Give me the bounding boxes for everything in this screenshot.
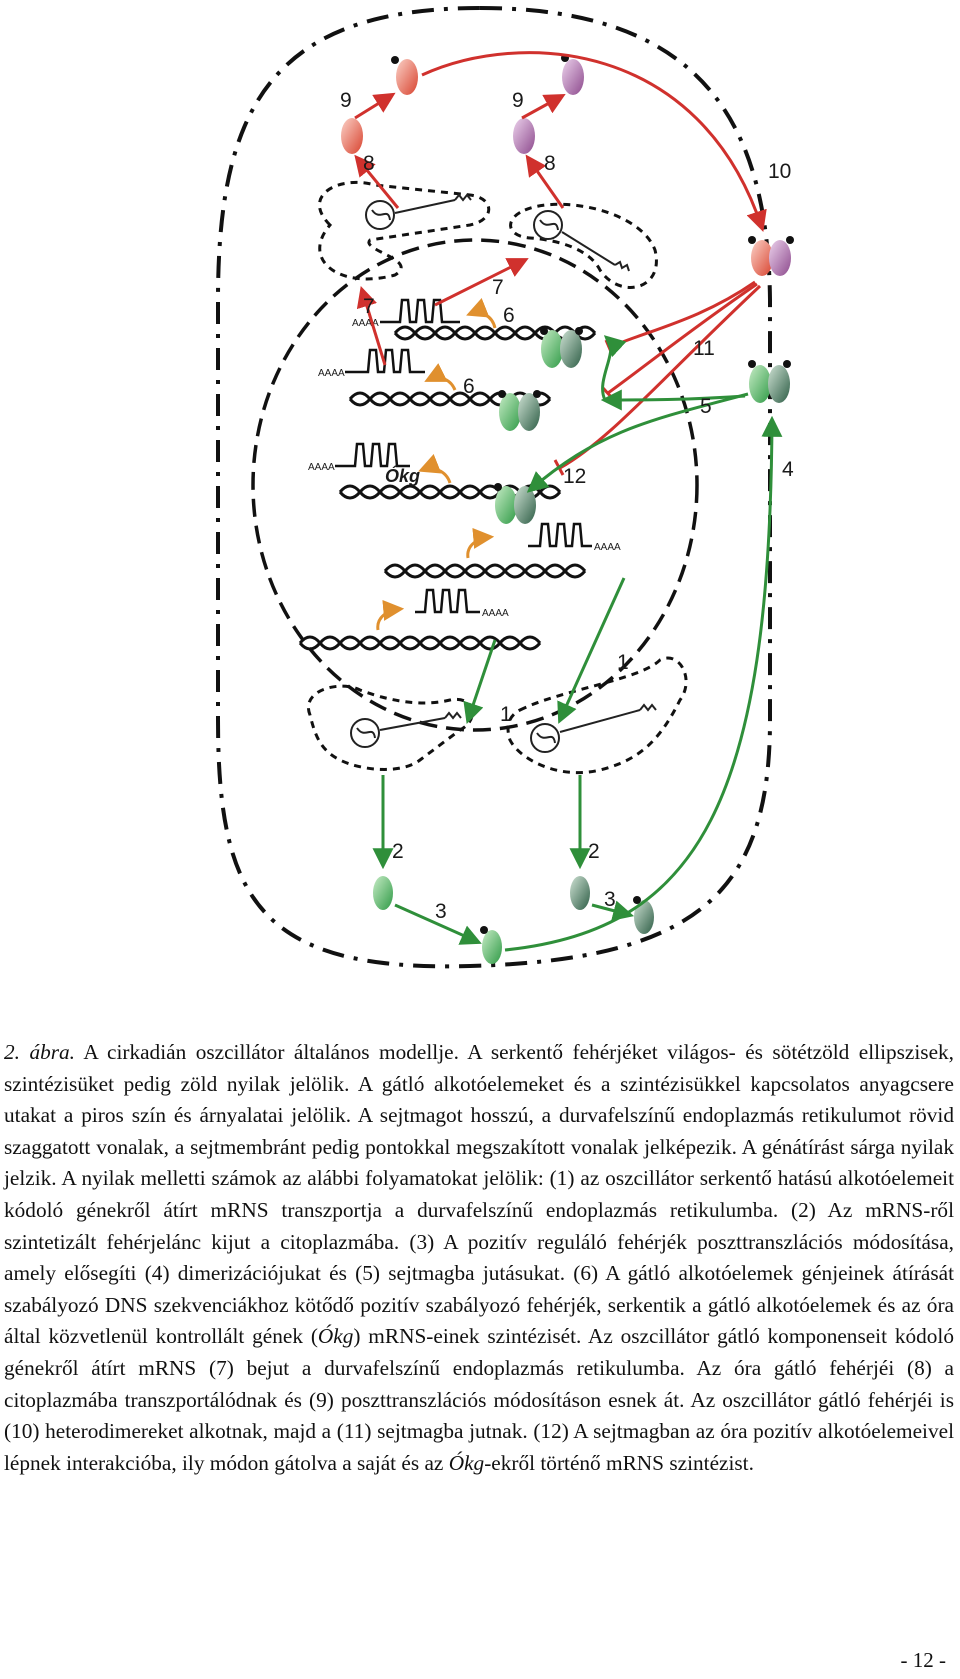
circadian-oscillator-diagram: AAAA AAAA AAAA AAAA AAAA (216, 5, 794, 969)
label-12: 12 (563, 465, 586, 488)
svg-text:AAAA: AAAA (482, 608, 509, 619)
svg-text:AAAA: AAAA (318, 368, 345, 379)
label-1-left: 1 (500, 703, 512, 726)
activator-dimer-dna-2 (498, 390, 541, 431)
figure-caption: 2. ábra. A cirkadián oszcillátor általán… (4, 1037, 954, 1479)
rough-er-top-right (509, 202, 658, 289)
activator-protein-light-modified (480, 926, 502, 964)
caption-text-3: -ekről történő mRNS szintézist. (484, 1450, 754, 1475)
label-6-mid: 6 (463, 375, 475, 398)
label-3-right: 3 (604, 888, 616, 911)
label-okg: Ókg (385, 465, 420, 486)
label-2-left: 2 (392, 840, 404, 863)
inhibitor-protein-purple-top (561, 54, 584, 95)
ribosome-bottom-right (530, 703, 657, 753)
svg-text:AAAA: AAAA (594, 542, 621, 553)
label-3-left: 3 (435, 900, 447, 923)
inhibitor-protein-salmon (341, 118, 363, 154)
mrna-okg (335, 442, 410, 468)
activator-dimer-cytoplasm (748, 360, 791, 403)
activator-protein-light (373, 876, 393, 910)
label-7-right: 7 (492, 276, 504, 299)
label-6-top: 6 (503, 304, 515, 327)
label-9-right: 9 (512, 89, 524, 112)
cell-membrane (216, 5, 772, 969)
process-number-labels: 9 9 8 8 10 7 7 6 6 11 5 4 12 1 1 2 2 3 3… (340, 89, 794, 923)
label-7-left: 7 (363, 295, 375, 318)
rough-er-bottom-right (506, 656, 688, 775)
activator-dimer-dna-1 (540, 327, 583, 368)
caption-okg-2: Ókg (448, 1450, 485, 1475)
label-5: 5 (700, 395, 712, 418)
label-4: 4 (782, 458, 794, 481)
label-10: 10 (768, 160, 791, 183)
label-11: 11 (693, 337, 715, 360)
dna-helix-5 (298, 635, 542, 651)
transcription-arrows (376, 298, 497, 631)
activator-arrows (372, 335, 783, 952)
activator-protein-dark (570, 876, 590, 910)
nucleus (251, 238, 699, 732)
inhibitor-protein-purple (513, 118, 535, 154)
label-2-right: 2 (588, 840, 600, 863)
mrna-5 (415, 588, 480, 614)
caption-text-1: A cirkadián oszcillátor általános modell… (4, 1040, 955, 1349)
page-number: - 12 - (900, 1648, 947, 1672)
mrna-4 (528, 522, 592, 548)
ribosome-top-right (533, 210, 630, 272)
svg-text:AAAA: AAAA (308, 462, 335, 473)
inhibitor-heterodimer (748, 236, 794, 276)
label-8-left: 8 (363, 152, 375, 175)
svg-text:AAAA: AAAA (352, 318, 379, 329)
label-8-right: 8 (544, 152, 556, 175)
dna-helix-4 (383, 563, 587, 579)
rough-er-top-left (317, 180, 491, 281)
figure-number: 2. ábra. (4, 1040, 76, 1064)
ribosome-bottom-left (350, 711, 462, 748)
mrna-2 (345, 348, 425, 374)
ribosome-top-left (365, 193, 472, 230)
polya-labels: AAAA AAAA AAAA AAAA AAAA (308, 318, 621, 619)
activator-protein-dark-modified (633, 896, 654, 934)
inhibitor-protein-salmon-top (391, 56, 418, 95)
mrna-1 (380, 298, 460, 324)
label-9-left: 9 (340, 89, 352, 112)
caption-okg-1: Ókg (317, 1324, 354, 1349)
label-1-right: 1 (617, 651, 629, 674)
caption-text-2: ) mRNS-einek szintézisét. Az oszcillátor… (4, 1324, 954, 1475)
